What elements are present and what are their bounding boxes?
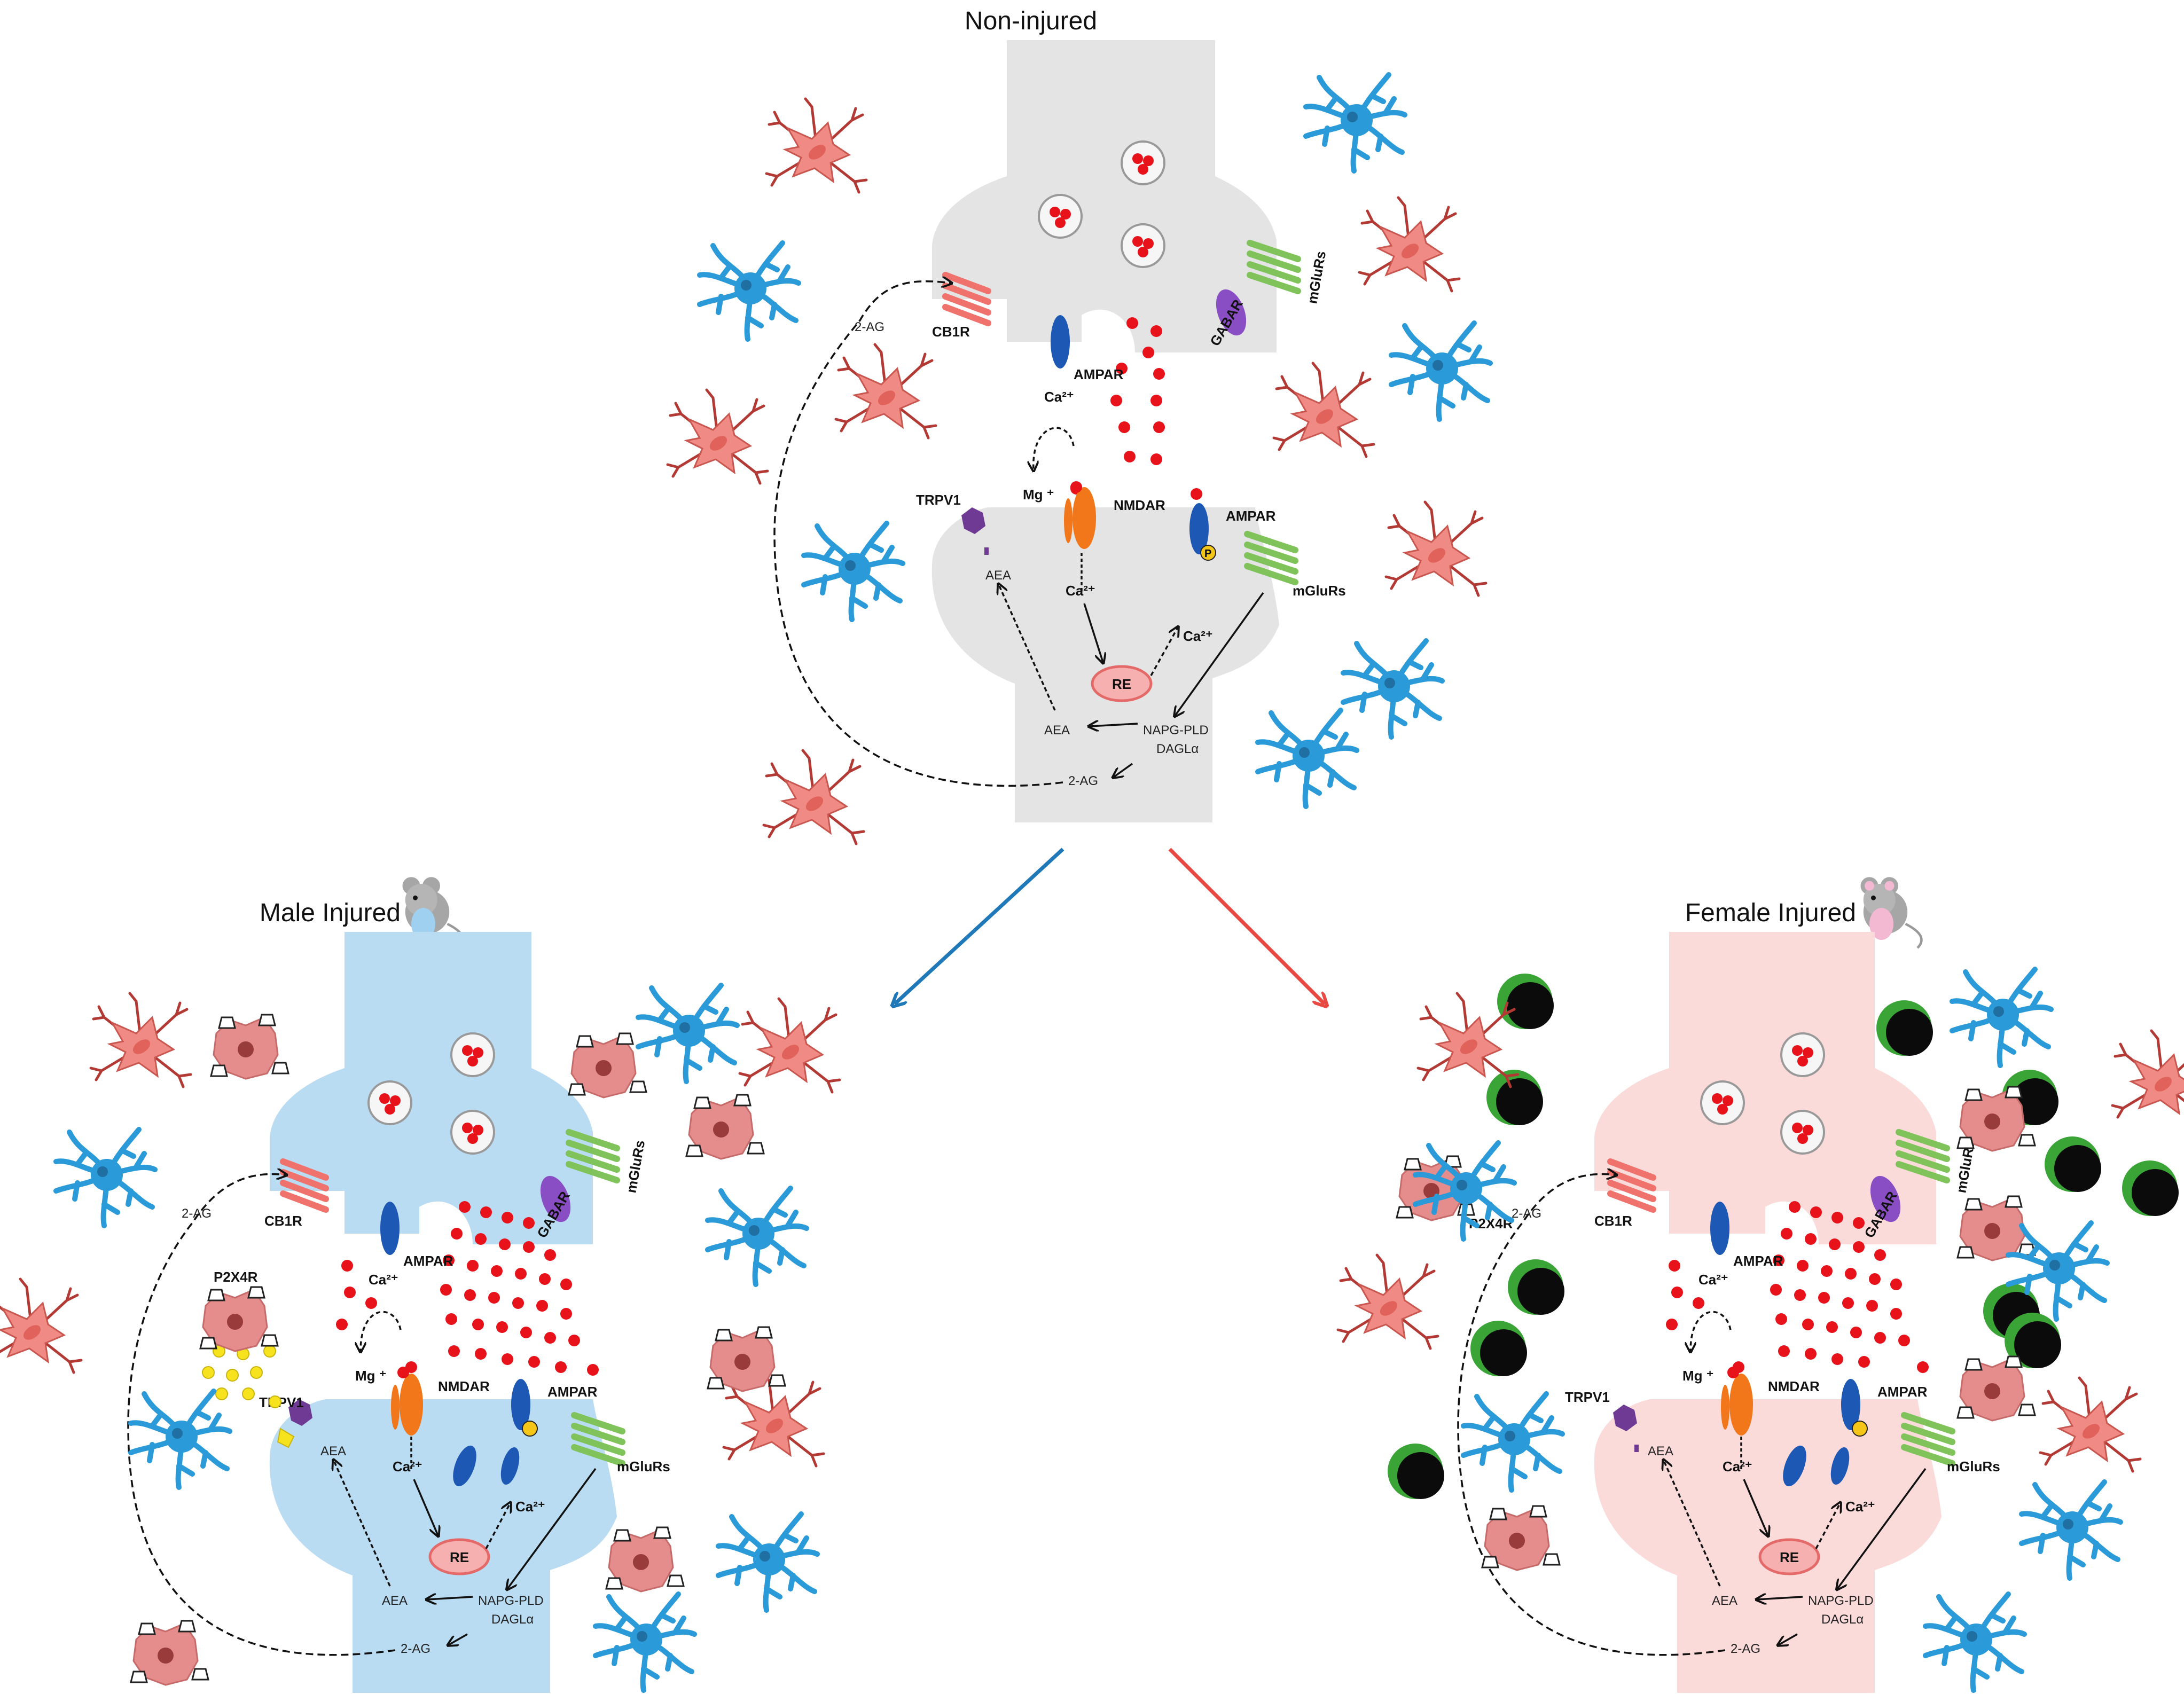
trpv1-label-female: TRPV1 [1565,1389,1610,1405]
ca-pre-label: Ca²⁺ [1044,389,1074,405]
aea-top-label: AEA [985,568,1011,583]
p2x4r-label-male: P2X4R [214,1269,258,1285]
phospho-label: P [1204,548,1211,560]
mglurs-post-label: mGluRs [1293,583,1346,599]
trpv1-receptor [961,507,985,534]
ampar-pre-receptor [1051,315,1070,368]
enzyme1-label: NAPG-PLD [1143,723,1209,738]
ampar-pre-label: AMPAR [1074,366,1124,382]
ca-post-label-female: Ca²⁺ [1723,1458,1752,1475]
nmdar-label-male: NMDAR [438,1378,490,1394]
presynaptic-terminal-male [270,932,593,1244]
glutamate-cleft [1070,317,1202,500]
ca-post-label: Ca²⁺ [1066,583,1095,599]
aea-top-label-female: AEA [1648,1444,1673,1458]
mglurs-post-label-male: mGluRs [617,1458,670,1475]
presynaptic-terminal [932,40,1277,352]
enzyme2-label-female: DAGLα [1821,1612,1864,1627]
two-ag-bottom-label-male: 2-AG [401,1642,430,1656]
trpv1-label: TRPV1 [916,492,961,508]
two-ag-top-label-female: 2-AG [1512,1206,1541,1221]
re-label-male: RE [450,1549,469,1565]
ampar-post-receptor [1189,503,1209,554]
postsynaptic-spine [931,507,1279,822]
enzyme1-label-female: NAPG-PLD [1808,1594,1874,1608]
cb1r-label-female: CB1R [1594,1213,1632,1229]
panel-male-injured: Male Injured AMPAR Ca²⁺ GABAR mGlu [0,877,840,1693]
re-organelle [1091,665,1153,702]
two-ag-top-label-male: 2-AG [182,1206,212,1221]
aea-bottom-label-male: AEA [382,1594,408,1608]
nmdar-label: NMDAR [1114,497,1165,513]
enzyme1-label-male: NAPG-PLD [478,1594,544,1608]
ca-pre-label-female: Ca²⁺ [1698,1272,1728,1288]
ca-er-label-male: Ca²⁺ [515,1499,545,1515]
nmdar-receptor [1073,487,1096,549]
two-ag-bottom-label-female: 2-AG [1731,1642,1760,1656]
re-label-female: RE [1780,1549,1799,1565]
ca-pre-label-male: Ca²⁺ [369,1272,398,1288]
ampar-post-label-female: AMPAR [1877,1384,1928,1400]
glutamate-cleft-male [336,1201,599,1376]
atp-release [202,1345,295,1448]
re-label: RE [1112,676,1131,692]
enzyme2-label: DAGLα [1156,742,1199,756]
aea-top-label-male: AEA [320,1444,346,1458]
mglurs-pre-label-male: mGluRs [623,1139,648,1194]
ampar-post-label: AMPAR [1226,508,1276,524]
ca-post-label-male: Ca²⁺ [393,1458,422,1475]
arrow-to-male [895,848,1064,1004]
ca-er-label: Ca²⁺ [1183,628,1213,644]
cb1r-label-male: CB1R [264,1213,302,1229]
panel-title-male: Male Injured [260,899,401,927]
aea-bottom-label: AEA [1044,723,1070,738]
enzyme2-label-male: DAGLα [491,1612,534,1627]
ampar-pre-label-male: AMPAR [403,1253,453,1269]
two-ag-bottom-label: 2-AG [1068,774,1098,788]
gabar-receptor [1216,289,1247,336]
aea-bottom-label-female: AEA [1712,1594,1737,1608]
presynaptic-terminal-female [1594,932,1936,1244]
ampar-pre-label-female: AMPAR [1733,1253,1783,1269]
mglurs-post-label-female: mGluRs [1947,1458,2000,1475]
mg-label-male: Mg ⁺ [355,1368,387,1384]
panel-female-injured: Female Injured AMPAR Ca²⁺ GABAR mG [1338,877,2184,1693]
nmdar-label-female: NMDAR [1768,1378,1820,1394]
panel-non-injured: Non-injured AMPAR Ca²⁺ GABAR mGluRs CB1R [668,7,1490,844]
mg-label: Mg ⁺ [1023,487,1054,503]
ampar-post-label-male: AMPAR [547,1384,598,1400]
glutamate-cleft-female [1666,1201,1929,1373]
ca-er-label-female: Ca²⁺ [1845,1499,1875,1515]
two-ag-top-label: 2-AG [855,320,884,334]
arrow-to-female [1168,848,1325,1004]
cb1r-label: CB1R [932,324,970,340]
panel-title-female: Female Injured [1685,899,1856,927]
mg-label-female: Mg ⁺ [1682,1368,1714,1384]
mglurs-pre-label: mGluRs [1304,250,1329,305]
panel-title-non-injured: Non-injured [965,7,1097,35]
